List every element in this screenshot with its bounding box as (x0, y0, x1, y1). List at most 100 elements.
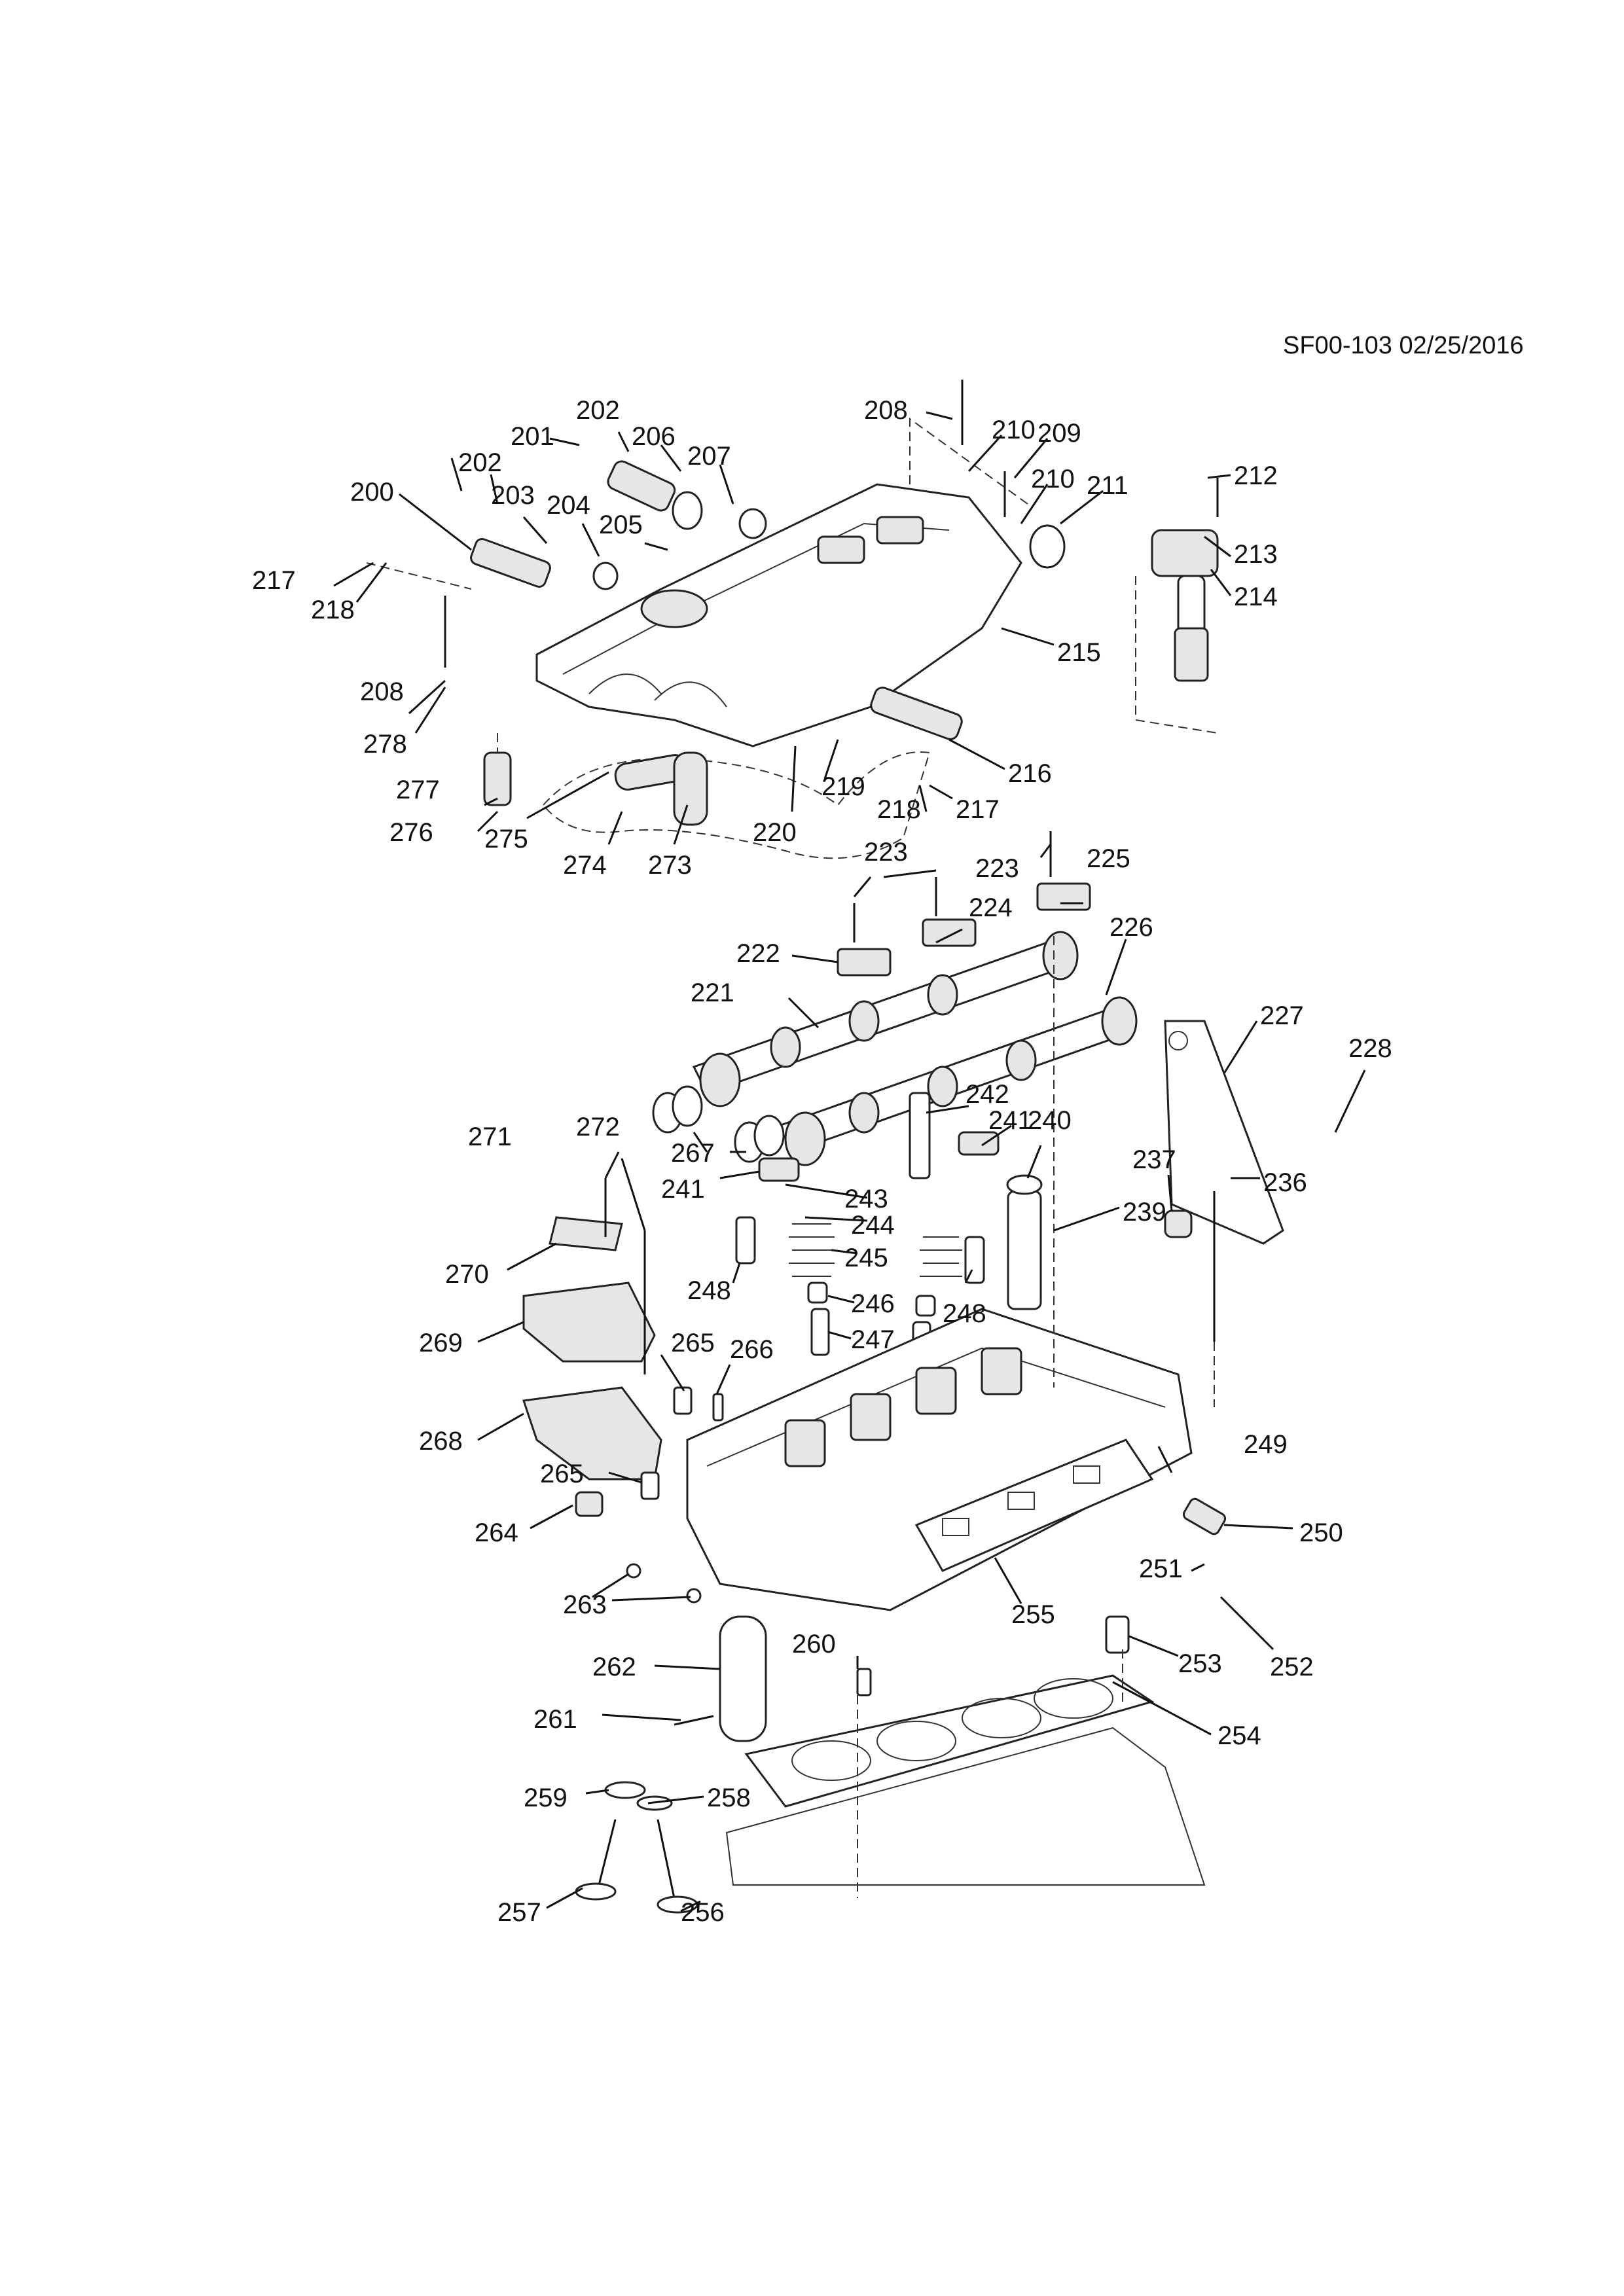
callout-253: 253 (1178, 1649, 1222, 1678)
callout-262: 262 (592, 1653, 636, 1681)
temperature-sensor (1182, 1498, 1227, 1535)
callout-217: 217 (956, 795, 1000, 824)
valve-lash-adjuster (964, 1236, 985, 1284)
callout-258: 258 (707, 1784, 751, 1812)
callout-273: 273 (648, 851, 692, 880)
callout-271: 271 (468, 1122, 512, 1151)
valve-rocker-arm (958, 1131, 1000, 1156)
callout-241: 241 (661, 1175, 705, 1204)
callout-274: 274 (563, 851, 607, 880)
exhaust-valve (598, 1819, 617, 1886)
callout-260: 260 (792, 1630, 836, 1659)
callout-261: 261 (533, 1705, 577, 1734)
callout-203: 203 (491, 481, 535, 510)
callout-207: 207 (687, 442, 731, 471)
callout-217: 217 (252, 566, 296, 595)
callout-276: 276 (389, 818, 433, 847)
callout-249: 249 (1244, 1430, 1288, 1459)
camshaft-cover (535, 483, 1022, 747)
engine-block (725, 1727, 1206, 1886)
callout-227: 227 (1260, 1001, 1304, 1030)
callout-214: 214 (1234, 583, 1278, 611)
callout-225: 225 (1087, 844, 1130, 873)
callout-275: 275 (484, 825, 528, 853)
callout-220: 220 (753, 818, 797, 847)
callout-215: 215 (1057, 638, 1101, 667)
dowel (640, 1471, 660, 1500)
cylinder-head (686, 1308, 1193, 1611)
callout-224: 224 (969, 893, 1013, 922)
callout-labels: 200 201 202 202 203 204 205 206 207 208 … (252, 396, 1392, 1927)
callout-239: 239 (1123, 1198, 1166, 1227)
ignition-coil (1151, 529, 1219, 682)
camshaft-seal (753, 1115, 785, 1157)
expansion-plug (686, 1588, 702, 1604)
callout-200: 200 (350, 478, 394, 507)
plug (575, 1491, 604, 1517)
callout-250: 250 (1299, 1518, 1343, 1547)
callout-247: 247 (851, 1325, 895, 1354)
callout-218: 218 (877, 795, 921, 824)
callout-201: 201 (511, 422, 554, 451)
callout-256: 256 (681, 1898, 725, 1927)
cap (1164, 1210, 1193, 1238)
dowel (712, 1393, 724, 1422)
valve-stem-seal (915, 1295, 936, 1317)
leader-lines (333, 411, 1366, 1912)
callout-226: 226 (1110, 913, 1153, 942)
valve-stem-seal (807, 1282, 828, 1304)
callout-202: 202 (576, 396, 620, 425)
callout-270: 270 (445, 1260, 489, 1289)
cap-plate (549, 1216, 623, 1251)
callout-223: 223 (975, 854, 1019, 883)
intake-valve (657, 1819, 676, 1899)
parts-illustration (366, 380, 1284, 1914)
spark-plug-tube-seal (1006, 1174, 1043, 1195)
callout-246: 246 (851, 1289, 895, 1318)
callout-248: 248 (687, 1276, 731, 1305)
callout-204: 204 (547, 491, 590, 520)
callout-268: 268 (419, 1427, 463, 1456)
callout-202: 202 (458, 448, 502, 477)
callout-264: 264 (475, 1518, 518, 1547)
valve-spring (920, 1236, 962, 1277)
camshaft-bearing-cap (837, 948, 892, 977)
dowel (1105, 1615, 1130, 1654)
camshaft-position-actuator (870, 687, 963, 740)
callout-263: 263 (563, 1590, 607, 1619)
callout-208: 208 (360, 677, 404, 706)
callout-241: 241 (988, 1106, 1032, 1135)
callout-221: 221 (691, 978, 734, 1007)
valve-rocker-arm (758, 1157, 800, 1182)
dowel (856, 1668, 872, 1696)
spark-plug (909, 1092, 931, 1179)
callout-212: 212 (1234, 461, 1278, 490)
callout-210: 210 (1031, 465, 1075, 493)
diagram-reference: SF00-103 02/25/2016 (1283, 332, 1524, 359)
callout-269: 269 (419, 1329, 463, 1357)
spark-plug-tube (1007, 1190, 1042, 1310)
callout-259: 259 (524, 1784, 568, 1812)
bolt (674, 1715, 714, 1726)
callout-237: 237 (1132, 1145, 1176, 1174)
callout-228: 228 (1348, 1034, 1392, 1063)
callout-244: 244 (851, 1211, 895, 1240)
callout-266: 266 (730, 1335, 774, 1364)
callout-210: 210 (992, 416, 1036, 444)
callout-267: 267 (671, 1139, 715, 1168)
callout-272: 272 (576, 1113, 620, 1141)
callout-254: 254 (1218, 1721, 1261, 1750)
camshaft-solenoid (470, 460, 767, 590)
callout-236: 236 (1263, 1168, 1307, 1197)
callout-243: 243 (844, 1185, 888, 1213)
valve-lash-adjuster (735, 1216, 756, 1265)
callout-211: 211 (1087, 471, 1128, 500)
callout-208: 208 (864, 396, 908, 425)
lifting-bracket (719, 1615, 767, 1742)
callout-209: 209 (1038, 419, 1081, 448)
valve-seat (604, 1781, 646, 1799)
callout-218: 218 (311, 596, 355, 624)
callout-255: 255 (1011, 1600, 1055, 1629)
callout-252: 252 (1270, 1653, 1314, 1681)
